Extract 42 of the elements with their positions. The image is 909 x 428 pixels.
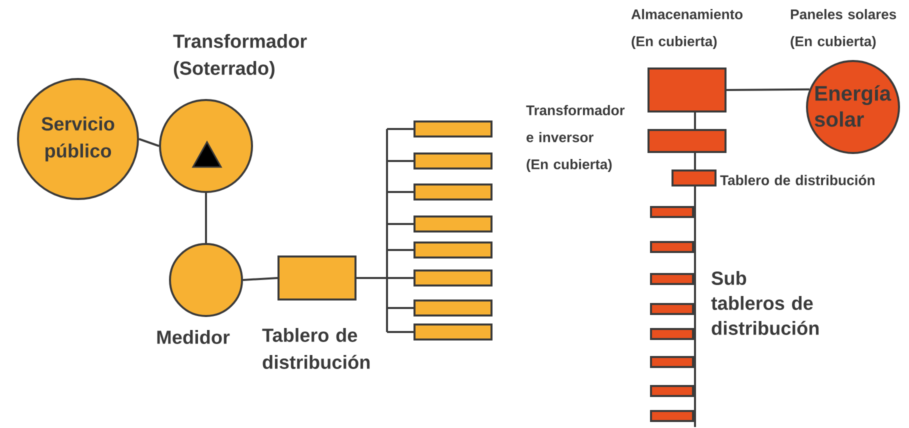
sub-panel-box	[650, 206, 694, 218]
connector-line	[694, 112, 696, 129]
circle-node	[806, 60, 900, 154]
circle-node	[159, 99, 253, 193]
sub-panel-box	[414, 324, 492, 340]
connector-line	[205, 193, 207, 243]
sub-panel-box	[414, 242, 492, 258]
panel-box	[672, 170, 716, 186]
node-label: Energía solar	[814, 85, 892, 127]
node-label: Transformador e inversor (En cubierta)	[526, 105, 625, 172]
sub-panel-box	[414, 120, 492, 138]
sub-panel-box	[414, 270, 492, 286]
node-label: Medidor	[157, 330, 230, 344]
node-text: Servicio público	[42, 116, 114, 162]
group-label: Sub tableros de distribución	[711, 271, 819, 335]
panel-box	[648, 129, 727, 153]
sub-panel-box	[414, 300, 492, 316]
panel-box	[648, 68, 727, 112]
sub-panel-box	[650, 356, 694, 368]
sub-panel-box	[650, 241, 694, 253]
connector-line	[694, 153, 696, 170]
sub-panel-box	[650, 303, 694, 315]
node-label: Transformador (Soterrado)	[173, 34, 307, 79]
sub-panel-box	[650, 385, 694, 397]
sub-panel-box	[650, 410, 694, 422]
sub-panel-box	[414, 184, 492, 200]
sub-panel-box	[650, 273, 694, 285]
connector-line	[138, 138, 160, 147]
connector-line	[694, 186, 696, 427]
panel-box	[278, 256, 356, 300]
node-label: Tablero de distribución	[262, 328, 370, 369]
sub-panel-box	[650, 328, 694, 340]
connector-line	[356, 128, 414, 333]
connector-line	[726, 88, 810, 91]
node-label: Paneles solares (En cubierta)	[790, 9, 896, 50]
node-label: Tablero de distribución	[720, 174, 874, 186]
circle-node	[169, 243, 243, 317]
circle-node	[17, 78, 139, 200]
connector-line	[242, 277, 278, 281]
sub-panel-box	[414, 152, 492, 170]
node-label: Almacenamiento (En cubierta)	[631, 9, 742, 50]
sub-panel-box	[414, 216, 492, 232]
